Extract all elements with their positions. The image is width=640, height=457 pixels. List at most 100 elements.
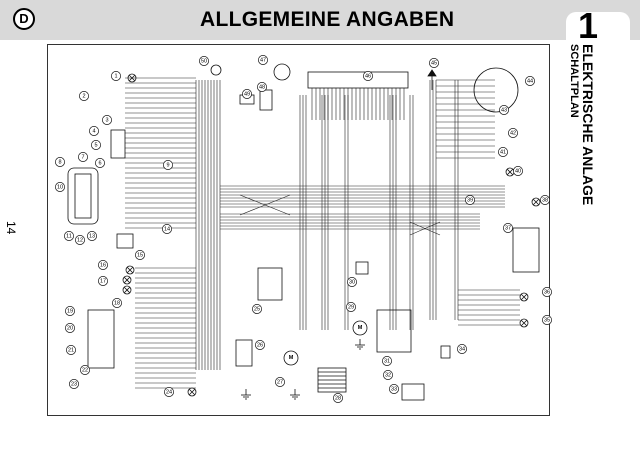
component-label-42: 42 <box>508 128 518 138</box>
component-label-47: 47 <box>258 55 268 65</box>
component-label-18: 18 <box>112 298 122 308</box>
component-label-22: 22 <box>80 365 90 375</box>
component-label-27: 27 <box>275 377 285 387</box>
component-label-7: 7 <box>78 152 88 162</box>
svg-text:25: 25 <box>254 306 260 312</box>
svg-text:27: 27 <box>277 379 283 385</box>
svg-text:36: 36 <box>544 289 550 295</box>
svg-text:40: 40 <box>515 168 521 174</box>
svg-text:26: 26 <box>257 342 263 348</box>
component-label-48: 48 <box>257 82 267 92</box>
svg-text:8: 8 <box>58 159 61 165</box>
component-label-34: 34 <box>457 344 467 354</box>
component-label-12: 12 <box>75 235 85 245</box>
component-label-49: 49 <box>242 89 252 99</box>
component-label-23: 23 <box>69 379 79 389</box>
svg-text:7: 7 <box>81 154 84 160</box>
component-label-21: 21 <box>66 345 76 355</box>
svg-text:2: 2 <box>82 93 85 99</box>
component-label-35: 35 <box>542 315 552 325</box>
svg-text:10: 10 <box>57 184 63 190</box>
component-label-26: 26 <box>255 340 265 350</box>
motor-symbol: M <box>358 325 363 331</box>
svg-text:29: 29 <box>348 304 354 310</box>
chapter-number: 1 <box>578 5 599 46</box>
language-badge: D <box>13 8 35 30</box>
component-label-1: 1 <box>111 71 121 81</box>
component-label-43: 43 <box>499 105 509 115</box>
svg-text:20: 20 <box>67 325 73 331</box>
component-symbols <box>67 63 541 401</box>
component-label-13: 13 <box>87 231 97 241</box>
component-label-36: 36 <box>542 287 552 297</box>
component-label-15: 15 <box>135 250 145 260</box>
component-label-8: 8 <box>55 157 65 167</box>
component-label-41: 41 <box>498 147 508 157</box>
svg-text:31: 31 <box>384 358 390 364</box>
svg-text:24: 24 <box>166 389 172 395</box>
svg-text:12: 12 <box>77 237 83 243</box>
svg-text:41: 41 <box>500 149 506 155</box>
svg-text:32: 32 <box>385 372 391 378</box>
svg-text:5: 5 <box>94 142 97 148</box>
svg-text:34: 34 <box>459 346 465 352</box>
svg-text:39: 39 <box>467 197 473 203</box>
component-label-3: 3 <box>102 115 112 125</box>
svg-text:19: 19 <box>67 308 73 314</box>
component-label-30: 30 <box>347 277 357 287</box>
svg-text:46: 46 <box>365 73 371 79</box>
svg-text:13: 13 <box>89 233 95 239</box>
component-label-46: 46 <box>363 71 373 81</box>
component-label-50: 50 <box>199 56 209 66</box>
svg-text:1: 1 <box>114 73 117 79</box>
component-label-17: 17 <box>98 276 108 286</box>
svg-text:49: 49 <box>244 91 250 97</box>
svg-text:45: 45 <box>431 60 437 66</box>
motor-symbol: M <box>289 355 294 361</box>
svg-text:43: 43 <box>501 107 507 113</box>
component-label-44: 44 <box>525 76 535 86</box>
svg-text:35: 35 <box>544 317 550 323</box>
svg-text:4: 4 <box>92 128 95 134</box>
component-label-33: 33 <box>389 384 399 394</box>
component-label-19: 19 <box>65 306 75 316</box>
component-label-6: 6 <box>95 158 105 168</box>
component-label-24: 24 <box>164 387 174 397</box>
svg-text:14: 14 <box>164 226 170 232</box>
svg-text:44: 44 <box>527 78 533 84</box>
component-label-39: 39 <box>465 195 475 205</box>
svg-text:48: 48 <box>259 84 265 90</box>
component-label-4: 4 <box>89 126 99 136</box>
diagram-frame <box>47 44 550 416</box>
component-label-28: 28 <box>333 393 343 403</box>
component-label-14: 14 <box>162 224 172 234</box>
svg-text:30: 30 <box>349 279 355 285</box>
svg-text:47: 47 <box>260 57 266 63</box>
component-label-31: 31 <box>382 356 392 366</box>
svg-text:9: 9 <box>166 162 169 168</box>
component-label-45: 45 <box>429 58 439 68</box>
component-label-40: 40 <box>513 166 523 176</box>
component-label-11: 11 <box>64 231 74 241</box>
header-band <box>0 0 640 40</box>
svg-text:38: 38 <box>542 197 548 203</box>
svg-text:18: 18 <box>114 300 120 306</box>
svg-text:23: 23 <box>71 381 77 387</box>
svg-text:21: 21 <box>68 347 74 353</box>
svg-text:17: 17 <box>100 278 106 284</box>
component-label-2: 2 <box>79 91 89 101</box>
svg-text:15: 15 <box>137 252 143 258</box>
svg-text:6: 6 <box>98 160 101 166</box>
component-label-29: 29 <box>346 302 356 312</box>
svg-text:11: 11 <box>66 233 72 239</box>
svg-text:16: 16 <box>100 262 106 268</box>
wire-bundle <box>125 77 520 389</box>
component-label-38: 38 <box>540 195 550 205</box>
component-label-25: 25 <box>252 304 262 314</box>
svg-text:33: 33 <box>391 386 397 392</box>
component-label-37: 37 <box>503 223 513 233</box>
svg-text:28: 28 <box>335 395 341 401</box>
svg-text:3: 3 <box>105 117 108 123</box>
component-label-9: 9 <box>163 160 173 170</box>
